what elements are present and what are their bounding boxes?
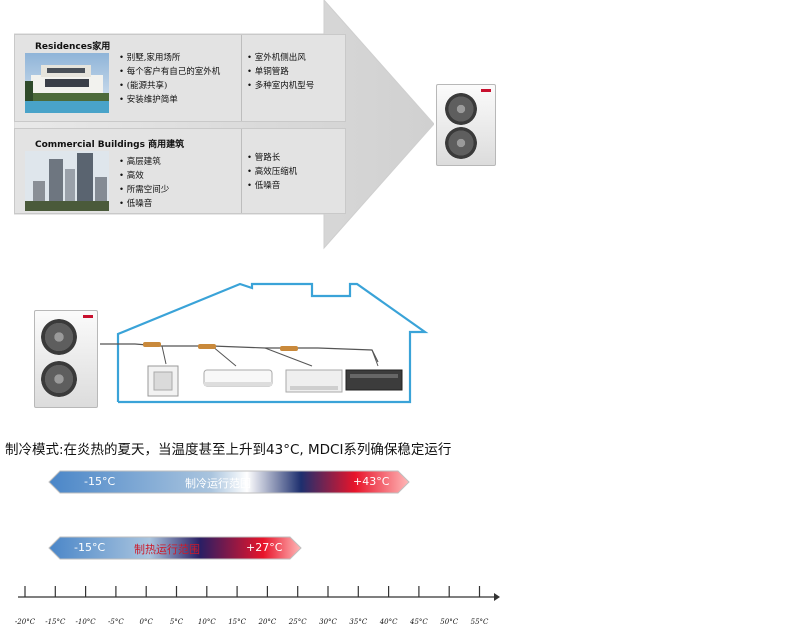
heating-min-label: -15°C xyxy=(74,541,106,554)
residences-features: 别墅,家用场所 每个客户有自己的室外机 (能源共享) 安装维护简单 xyxy=(119,51,221,107)
scale-arrowhead xyxy=(494,593,500,601)
residences-product-feature: 多种室内机型号 xyxy=(247,79,315,93)
cooling-range-label: 制冷运行范围 xyxy=(185,477,251,490)
fan-icon xyxy=(445,93,477,125)
scale-tick-label: 40°C xyxy=(379,618,398,626)
commercial-title: Commercial Buildings 商用建筑 xyxy=(35,140,185,150)
heating-max-label: +27°C xyxy=(246,541,283,554)
commercial-features: 高层建筑 高效 所需空间少 低噪音 xyxy=(119,155,170,211)
branch-joint xyxy=(198,344,216,349)
scale-tick-label: 0°C xyxy=(139,618,153,626)
fan-icon xyxy=(41,319,77,355)
brand-logo xyxy=(481,89,491,92)
commercial-photo xyxy=(25,151,109,211)
residences-photo xyxy=(25,53,109,113)
heating-range-bar xyxy=(48,536,302,560)
commercial-divider xyxy=(241,129,242,213)
wall-mounted-indoor-unit xyxy=(203,369,273,387)
residences-feature: 别墅,家用场所 xyxy=(119,51,220,65)
scale-tick-label: 35°C xyxy=(349,618,368,626)
residences-product-feature: 单铜管路 xyxy=(247,65,314,79)
residences-feature: 安装维护简单 xyxy=(119,93,220,107)
outdoor-unit-image xyxy=(34,310,98,408)
scale-tick-label: -5°C xyxy=(108,618,124,626)
commercial-panel: Commercial Buildings 商用建筑 高层建筑 高效 所需空间少 … xyxy=(14,128,346,214)
residences-product-feature: 室外机侧出风 xyxy=(247,51,314,65)
ceiling-indoor-unit xyxy=(285,369,343,393)
heating-range-label: 制热运行范围 xyxy=(134,543,200,556)
scale-tick-label: -15°C xyxy=(45,618,66,626)
commercial-feature: 所需空间少 xyxy=(119,183,170,197)
scale-tick-label: -20°C xyxy=(14,618,36,626)
cooling-caption: 制冷模式:在炎热的夏天，当温度甚至上升到43°C, MDCI系列确保稳定运行 xyxy=(5,442,452,458)
cooling-max-label: +43°C xyxy=(353,475,390,488)
commercial-product-features: 管路长 高效压缩机 低噪音 xyxy=(247,151,298,193)
commercial-product-feature: 高效压缩机 xyxy=(247,165,298,179)
residences-feature: (能源共享) xyxy=(119,79,220,93)
commercial-feature: 低噪音 xyxy=(119,197,169,211)
commercial-feature: 高层建筑 xyxy=(119,155,169,169)
brand-logo xyxy=(83,315,93,318)
duct-indoor-unit xyxy=(345,369,403,391)
residences-feature-note: (能源共享) xyxy=(126,81,168,91)
fan-icon xyxy=(41,361,77,397)
commercial-feature: 高效 xyxy=(119,169,169,183)
cassette-indoor-unit xyxy=(147,365,179,397)
residences-product-features: 室外机侧出风 单铜管路 多种室内机型号 xyxy=(247,51,315,93)
refrigerant-pipe xyxy=(100,343,379,363)
outdoor-unit-image xyxy=(436,84,496,166)
temperature-scale xyxy=(18,586,500,601)
scale-tick-label: 10°C xyxy=(197,618,216,626)
house-outline xyxy=(116,282,429,404)
residences-title: Residences家用 xyxy=(35,42,111,52)
scale-tick-label: -10°C xyxy=(75,618,96,626)
scale-tick-label: 20°C xyxy=(258,618,277,626)
residences-panel: Residences家用 别墅,家用场所 每个客户有自己的室外机 (能源共享) … xyxy=(14,34,346,122)
scale-tick-label: 30°C xyxy=(319,618,337,626)
scale-tick-label: 55°C xyxy=(470,618,489,626)
cooling-min-label: -15°C xyxy=(84,475,116,488)
scale-tick-label: 25°C xyxy=(288,618,307,626)
cooling-range-bar xyxy=(48,470,410,494)
system-diagram xyxy=(100,282,429,404)
commercial-product-feature: 低噪音 xyxy=(247,179,297,193)
residences-feature: 每个客户有自己的室外机 xyxy=(119,65,221,79)
scale-tick-label: 15°C xyxy=(228,618,246,626)
residences-divider xyxy=(241,35,242,121)
fan-icon xyxy=(445,127,477,159)
scale-tick-label: 5°C xyxy=(169,618,184,626)
scale-tick-label: 45°C xyxy=(410,618,428,626)
commercial-product-feature: 管路长 xyxy=(247,151,297,165)
branch-joint xyxy=(280,346,298,351)
scale-tick-label: 50°C xyxy=(440,618,459,626)
branch-joint xyxy=(143,342,161,347)
